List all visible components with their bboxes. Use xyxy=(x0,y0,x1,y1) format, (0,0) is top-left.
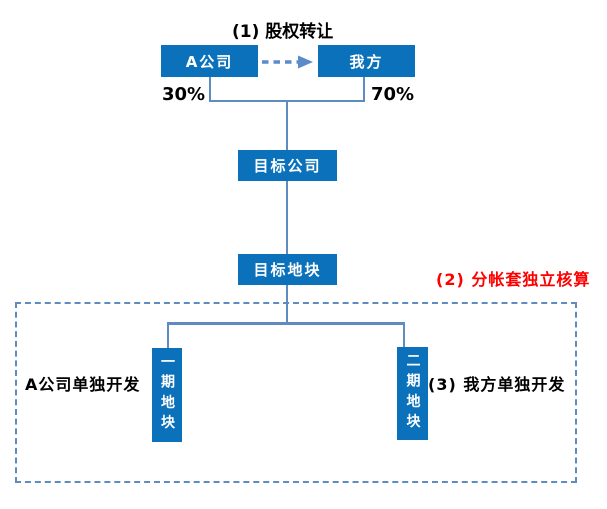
transfer-arrow-icon xyxy=(261,54,315,70)
connector-line-center-1 xyxy=(285,99,288,151)
independent-accounting-region xyxy=(15,302,577,483)
connector-line-phase2-drop xyxy=(402,322,405,348)
connector-line-center-2 xyxy=(285,181,288,254)
our-side-box: 我方 xyxy=(318,45,415,77)
connector-line-center-3 xyxy=(285,285,288,324)
phase2-land-box: 二期地块 xyxy=(397,347,428,440)
step2-title: (2) 分帐套独立核算 xyxy=(436,270,591,289)
target-company-box: 目标公司 xyxy=(238,150,337,181)
step1-title: (1) 股权转让 xyxy=(232,22,334,42)
connector-line-bottom-horizontal xyxy=(166,322,405,325)
phase1-land-box: 一期地块 xyxy=(152,348,182,442)
connector-line-a-down xyxy=(208,77,211,102)
right-development-note: (3) 我方单独开发 xyxy=(428,375,566,394)
target-land-box: 目标地块 xyxy=(238,254,337,285)
share-ours-label: 70% xyxy=(371,84,415,105)
left-development-note: A公司单独开发 xyxy=(25,375,141,394)
connector-line-ours-down xyxy=(362,77,365,102)
connector-line-phase1-drop xyxy=(166,322,169,349)
company-a-box: A公司 xyxy=(161,45,258,77)
share-a-label: 30% xyxy=(162,84,206,105)
